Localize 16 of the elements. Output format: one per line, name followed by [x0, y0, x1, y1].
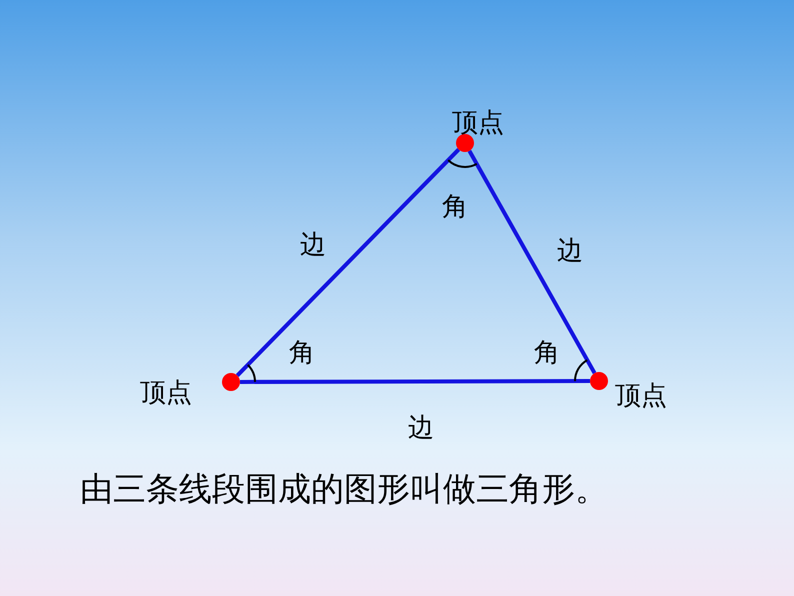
vertex-label: 顶点: [615, 383, 667, 409]
vertex-dot: [590, 372, 608, 390]
vertex-label: 顶点: [452, 110, 504, 136]
triangle-side: [240, 379, 590, 384]
caption: 由三条线段围成的图形叫做三角形。: [80, 472, 608, 505]
angle-label: 角: [534, 340, 560, 366]
triangle-side: [236, 148, 460, 377]
angle-label: 角: [442, 194, 468, 220]
side-label: 边: [557, 238, 583, 264]
vertex-dot: [456, 134, 474, 152]
side-label: 边: [408, 415, 434, 441]
vertex-dot: [222, 373, 240, 391]
side-label: 边: [300, 232, 326, 258]
angle-label: 角: [289, 340, 315, 366]
triangle-side: [468, 150, 596, 374]
vertex-label: 顶点: [140, 380, 192, 406]
